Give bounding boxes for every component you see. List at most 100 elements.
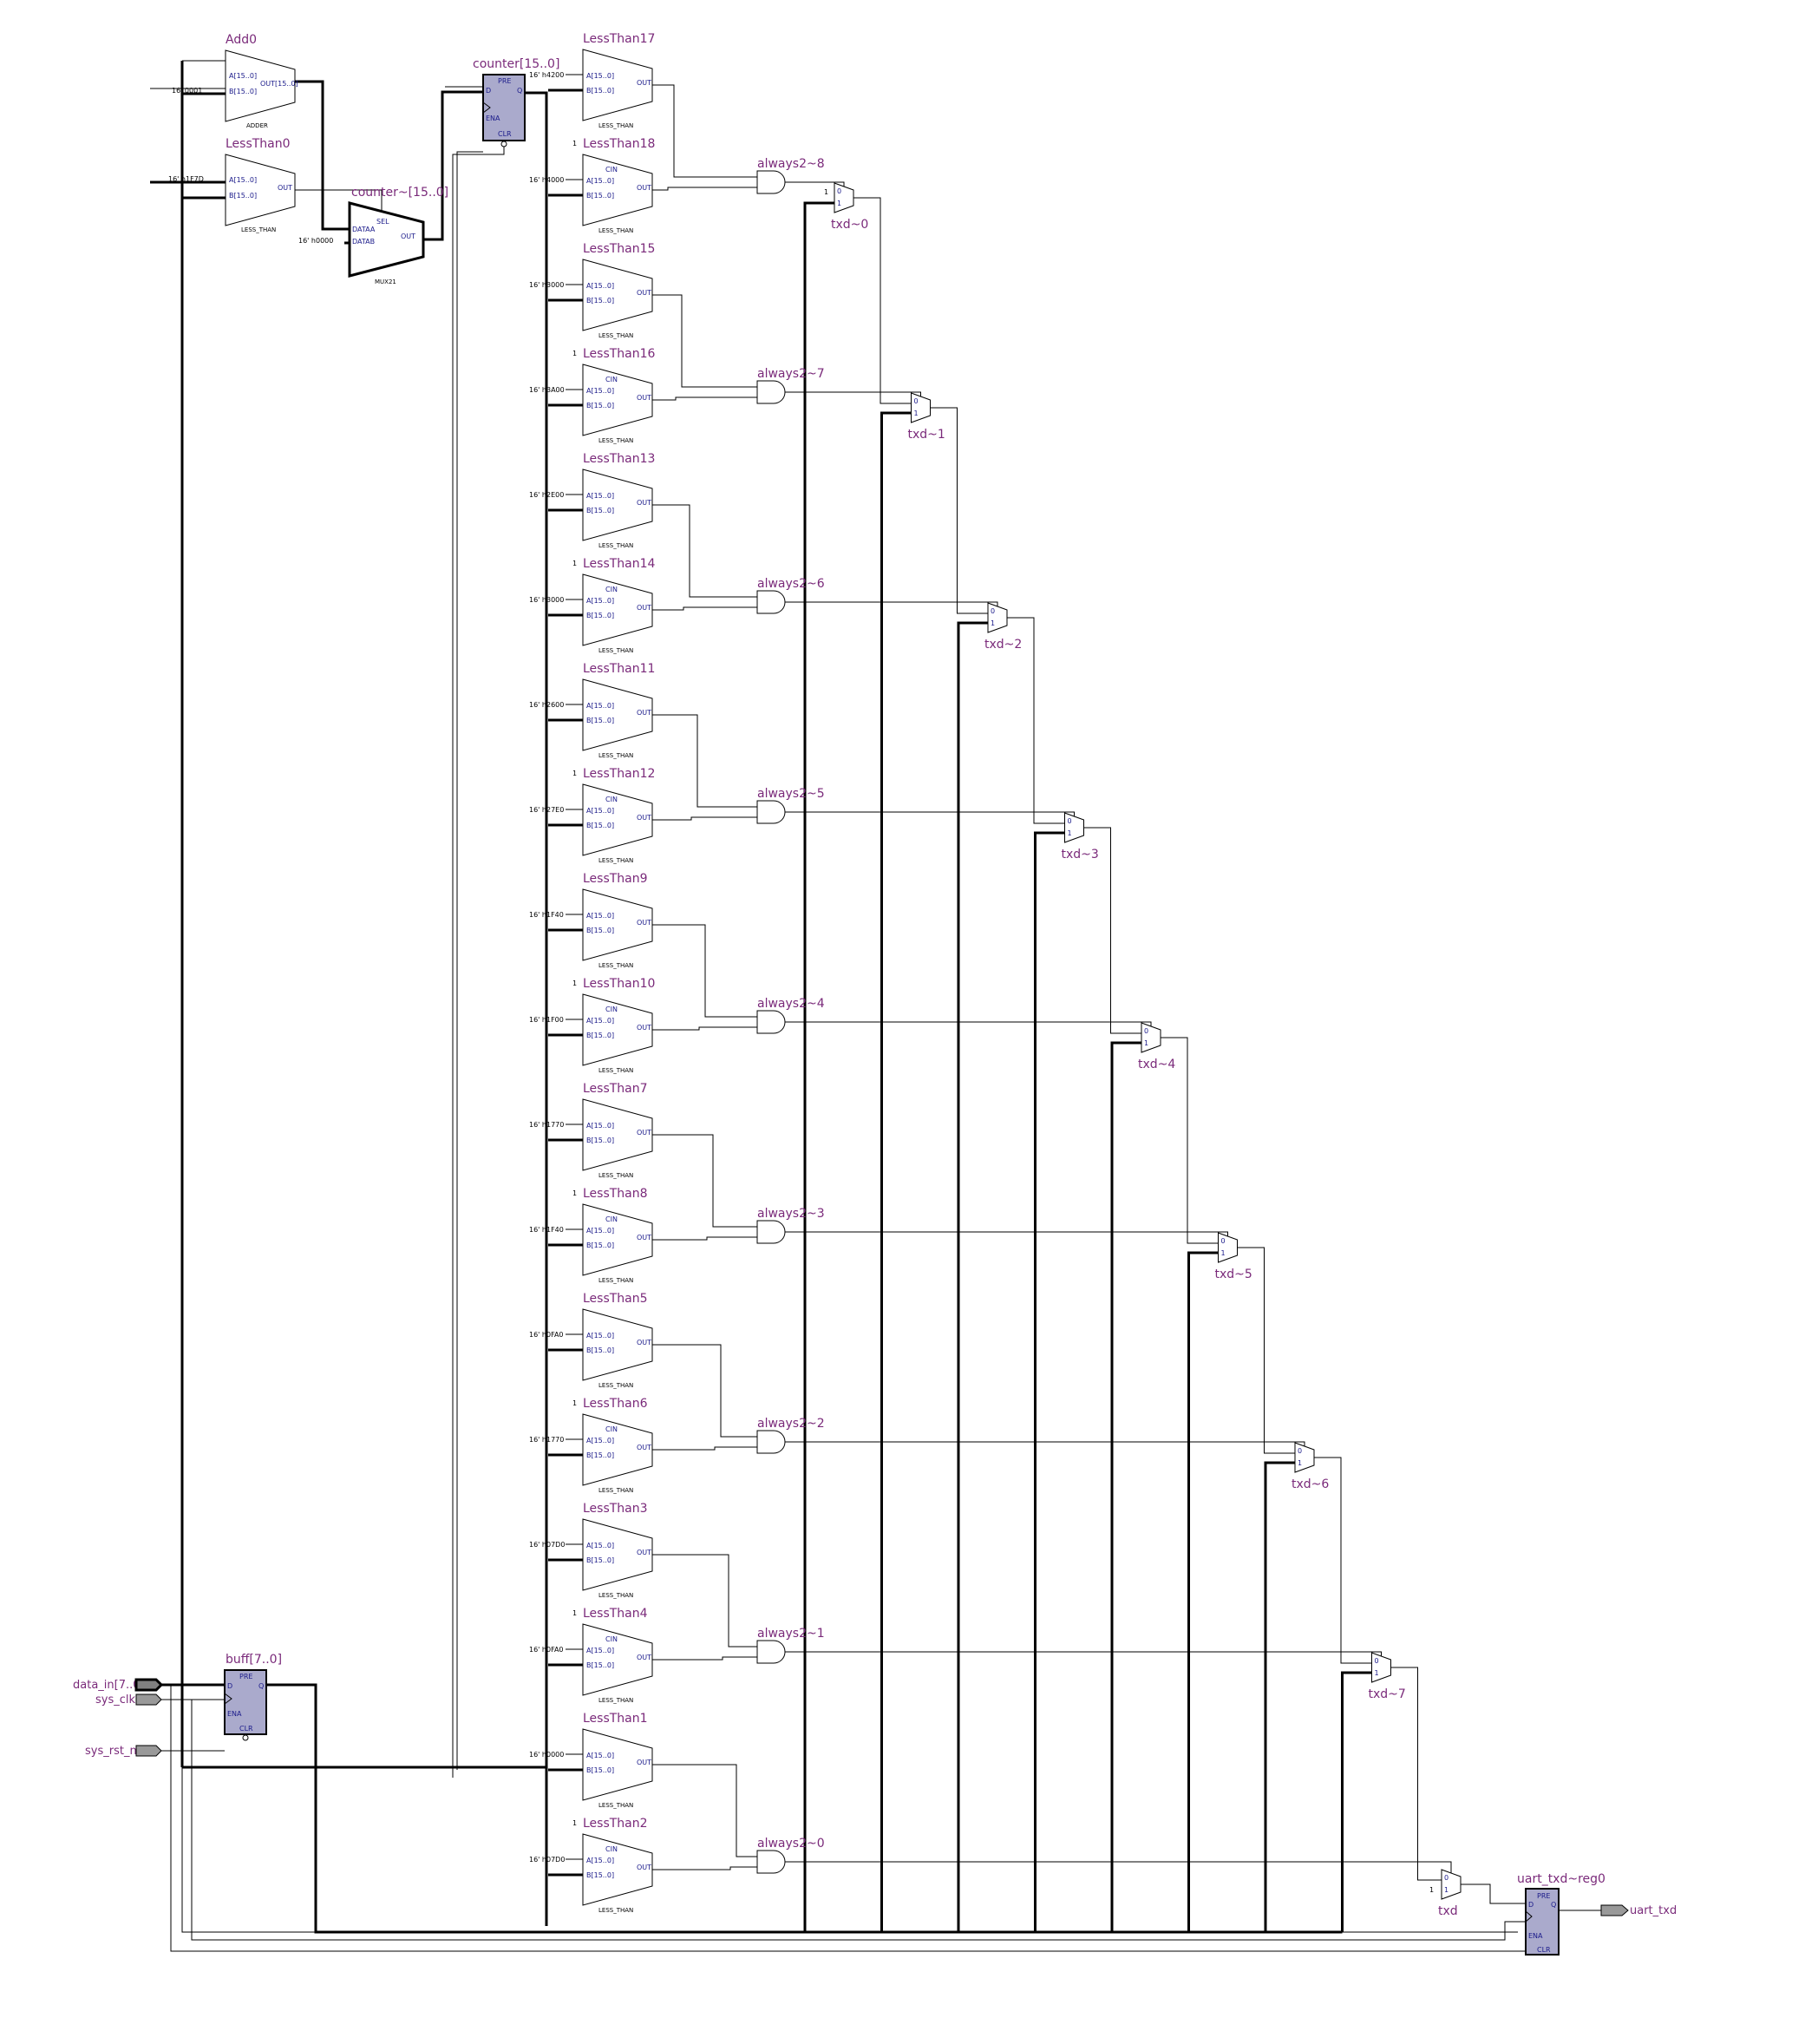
comparator-lessthan18[interactable]: LessThan181CINA[15..0]B[15..0]OUTLESS_TH… (529, 137, 655, 234)
comparator-type: LESS_THAN (598, 227, 633, 234)
comparator-pin-a: A[15..0] (586, 702, 614, 710)
comparator-lessthan13[interactable]: LessThan13A[15..0]B[15..0]OUTLESS_THAN16… (529, 452, 655, 549)
comparator-pin-a: A[15..0] (586, 912, 614, 920)
comparator-lessthan10[interactable]: LessThan101CINA[15..0]B[15..0]OUTLESS_TH… (529, 977, 655, 1074)
comparator-pin-out: OUT (637, 1234, 651, 1241)
and-gate-always2-0[interactable]: always2~0 (756, 1837, 825, 1874)
and-gate-always2-3[interactable]: always2~3 (756, 1207, 825, 1244)
port-label: sys_rst_n (85, 1745, 137, 1758)
register-counter[interactable]: counter[15..0] PRE D Q ENA CLR (473, 57, 559, 147)
adder-const-b: 16' 0001 (172, 87, 202, 95)
comparator-lessthan12[interactable]: LessThan121CINA[15..0]B[15..0]OUTLESS_TH… (529, 767, 655, 864)
comparator-const: 16' h0FA0 (529, 1646, 564, 1654)
comparator-const: 16' h3000 (529, 596, 564, 604)
comparator-body (582, 1728, 653, 1801)
and-gate-always2-7[interactable]: always2~7 (756, 367, 825, 404)
port-label: uart_txd (1630, 1904, 1677, 1917)
comparator-pin-b: B[15..0] (586, 612, 614, 619)
comparator-label: LessThan13 (583, 452, 655, 466)
comparator-lessthan15[interactable]: LessThan15A[15..0]B[15..0]OUTLESS_THAN16… (529, 242, 655, 339)
comparator-const: 16' h0000 (529, 1751, 564, 1759)
register-pin-q: Q (517, 87, 522, 95)
comparator-lessthan4[interactable]: LessThan41CINA[15..0]B[15..0]OUTLESS_THA… (529, 1607, 653, 1704)
mux-pin-0: 0 (837, 187, 841, 195)
comparator-lessthan2[interactable]: LessThan21CINA[15..0]B[15..0]OUTLESS_THA… (529, 1817, 653, 1914)
comparator-label: LessThan0 (226, 137, 291, 151)
and-gate-always2-5[interactable]: always2~5 (756, 787, 825, 824)
cin-const: 1 (572, 1189, 577, 1197)
adder-pin-b: B[15..0] (229, 88, 257, 95)
port-arrow (135, 1745, 162, 1757)
comparator-lessthan3[interactable]: LessThan3A[15..0]B[15..0]OUTLESS_THAN16'… (529, 1502, 653, 1599)
comparator-lessthan14[interactable]: LessThan141CINA[15..0]B[15..0]OUTLESS_TH… (529, 557, 656, 654)
input-port-data-in[interactable]: data_in[7..0] (73, 1678, 164, 1692)
comparator-pin-out: OUT (637, 1654, 651, 1661)
register-pin-clr: CLR (498, 130, 512, 138)
comparator-lessthan8[interactable]: LessThan81CINA[15..0]B[15..0]OUTLESS_THA… (529, 1187, 653, 1284)
port-arrow (135, 1694, 162, 1706)
comparator-pin-b: B[15..0] (586, 402, 614, 409)
comparator-lessthan11[interactable]: LessThan11A[15..0]B[15..0]OUTLESS_THAN16… (529, 662, 655, 759)
port-arrow (134, 1678, 164, 1692)
and-gate-body (756, 590, 786, 614)
comparator-label: LessThan9 (583, 872, 648, 886)
comparator-pin-out: OUT (637, 499, 651, 507)
mux-pin-1: 1 (1068, 829, 1072, 837)
comparator-pin-cin: CIN (605, 1006, 618, 1013)
comparator-lessthan9[interactable]: LessThan9A[15..0]B[15..0]OUTLESS_THAN16'… (529, 872, 653, 969)
comparator-body (582, 573, 653, 646)
comparator-lessthan6[interactable]: LessThan61CINA[15..0]B[15..0]OUTLESS_THA… (529, 1397, 653, 1494)
cin-const: 1 (572, 1819, 577, 1827)
and-gate-always2-6[interactable]: always2~6 (756, 577, 825, 614)
register-buff[interactable]: buff[7..0] PRE D Q ENA CLR (224, 1653, 282, 1741)
comparator-lessthan7[interactable]: LessThan7A[15..0]B[15..0]OUTLESS_THAN16'… (529, 1082, 653, 1179)
comparator-pin-out: OUT (637, 289, 651, 297)
mux-pin-1: 1 (1444, 1886, 1449, 1894)
comparator-const: 16' h1F40 (529, 1226, 564, 1234)
comparator-pin-a: A[15..0] (586, 1647, 614, 1654)
input-port-sys-rst-n[interactable]: sys_rst_n (85, 1745, 162, 1758)
mux-pin-1: 1 (1375, 1669, 1379, 1677)
and-gate-column: always2~8 always2~7 always2~6 always2~5 alwa… (756, 157, 825, 1874)
wire (652, 1026, 757, 1031)
and-gate-body (756, 1430, 786, 1454)
output-port-uart-txd[interactable]: uart_txd (1600, 1904, 1677, 1917)
mux-label: txd (1438, 1904, 1458, 1918)
adder-pin-out: OUT[15..0] (260, 80, 298, 88)
wire (1161, 1037, 1219, 1244)
comparator-pin-b: B[15..0] (586, 1661, 614, 1669)
register-uart-txd[interactable]: uart_txd~reg0 PRE D Q ENA CLR (1517, 1872, 1605, 1956)
comparator-const: 16' h1F00 (529, 1016, 564, 1024)
comparator-lessthan16[interactable]: LessThan161CINA[15..0]B[15..0]OUTLESS_TH… (529, 347, 656, 444)
comparator-label: LessThan10 (583, 977, 655, 991)
comparator-lessthan5[interactable]: LessThan5A[15..0]B[15..0]OUTLESS_THAN16'… (529, 1292, 653, 1389)
comparator-pin-a: A[15..0] (586, 597, 614, 605)
and-gate-body (756, 800, 786, 824)
comparator-label: LessThan8 (583, 1187, 648, 1201)
mux-pin-0: 0 (991, 607, 995, 615)
clr-bubble (500, 141, 507, 147)
comparator-body (582, 259, 653, 331)
and-gate-label: always2~1 (757, 1627, 825, 1641)
input-port-sys-clk[interactable]: sys_clk (95, 1694, 162, 1707)
comparator-lessthan1[interactable]: LessThan1A[15..0]B[15..0]OUTLESS_THAN16'… (529, 1712, 653, 1809)
and-gate-always2-4[interactable]: always2~4 (756, 997, 825, 1034)
comparator-lessthan0[interactable]: LessThan0 A[15..0] B[15..0] OUT LESS_THA… (168, 137, 296, 233)
and-gate-always2-2[interactable]: always2~2 (756, 1417, 825, 1454)
and-gate-always2-8[interactable]: always2~8 (756, 157, 825, 194)
wire (785, 1861, 1452, 1873)
adder-add0[interactable]: Add0 A[15..0] B[15..0] OUT[15..0] ADDER … (172, 33, 298, 129)
comparator-lessthan17[interactable]: LessThan17A[15..0]B[15..0]OUTLESS_THAN16… (529, 32, 655, 129)
and-gate-always2-1[interactable]: always2~1 (756, 1627, 825, 1664)
mux21-counter[interactable]: counter~[15..0] SEL DATAA DATAB OUT MUX2… (298, 186, 448, 285)
comparator-type: LESS_THAN (598, 962, 633, 969)
